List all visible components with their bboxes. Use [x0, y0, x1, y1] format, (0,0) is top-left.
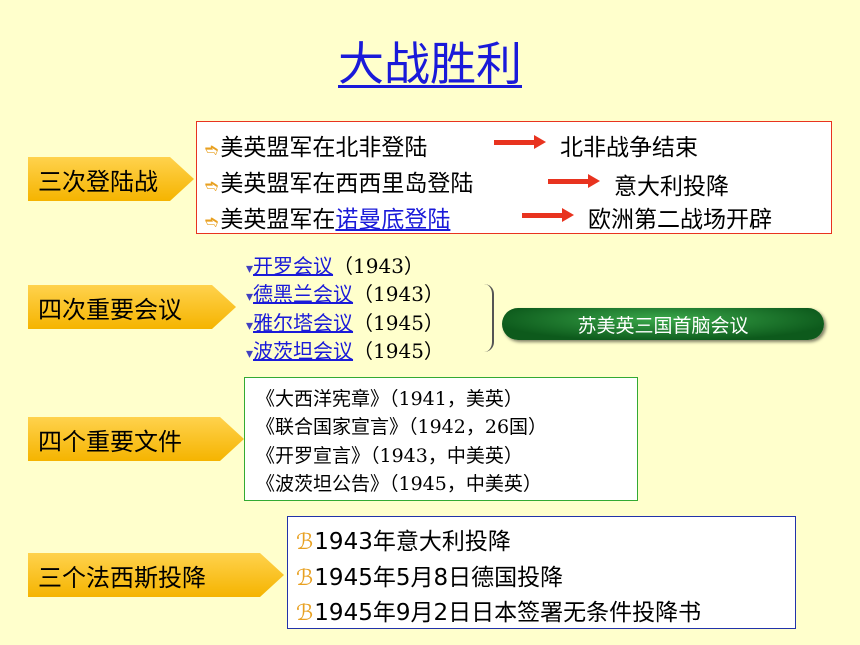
document-item: 《开罗宣言》（1943，中美英）	[256, 445, 523, 467]
surrender-text: 1943年意大利投降	[314, 529, 511, 555]
surrenders-box	[287, 516, 796, 629]
meeting-link[interactable]: 开罗会议	[253, 254, 334, 278]
meeting-item: ▾德黑兰会议（1943）	[246, 278, 444, 307]
arrow-bullet-icon: ➬	[205, 212, 219, 231]
landing-row-1: ➬美英盟军在北非登陆	[205, 128, 427, 162]
meeting-year: （1943）	[353, 282, 444, 306]
landings-box	[196, 121, 832, 234]
check-bullet-icon: ℬ	[296, 566, 314, 591]
meeting-link[interactable]: 波茨坦会议	[253, 339, 354, 363]
tag-meetings-label: 四次重要会议	[38, 295, 182, 324]
tag-landings-label: 三次登陆战	[38, 167, 158, 196]
landing-row-2-result: 意大利投降	[614, 174, 729, 200]
surrender-text: 1945年5月8日德国投降	[314, 565, 564, 591]
document-item: 《波茨坦公告》（1945，中美英）	[256, 473, 542, 495]
landing-row-3-text: 美英盟军在	[220, 207, 336, 233]
arrow-icon	[548, 174, 600, 188]
tag-documents-label: 四个重要文件	[38, 427, 182, 456]
square-bullet-icon: ▾	[246, 346, 254, 362]
documents-box	[244, 377, 638, 501]
landing-row-1-text: 美英盟军在北非登陆	[220, 135, 428, 161]
meeting-item: ▾波茨坦会议（1945）	[246, 335, 444, 364]
tag-surrenders: 三个法西斯投降	[28, 553, 284, 597]
brace-icon	[480, 284, 494, 352]
square-bullet-icon: ▾	[246, 261, 254, 277]
page-title: 大战胜利	[338, 37, 522, 91]
meeting-year: （1945）	[353, 311, 444, 335]
meeting-item: ▾开罗会议（1943）	[246, 250, 424, 279]
tag-landings: 三次登陆战	[28, 157, 194, 201]
check-bullet-icon: ℬ	[296, 530, 314, 555]
tag-surrenders-label: 三个法西斯投降	[38, 563, 206, 592]
document-item: 《联合国家宣言》（1942，26国）	[256, 416, 548, 438]
square-bullet-icon: ▾	[246, 318, 254, 334]
normandy-link[interactable]: 诺曼底登陆	[335, 207, 451, 233]
summit-pill: 苏美英三国首脑会议	[502, 308, 824, 340]
meeting-link[interactable]: 雅尔塔会议	[253, 311, 354, 335]
arrow-icon	[494, 135, 546, 149]
square-bullet-icon: ▾	[246, 289, 254, 305]
landing-row-3: ➬美英盟军在诺曼底登陆	[205, 200, 450, 234]
meeting-item: ▾雅尔塔会议（1945）	[246, 307, 444, 336]
meeting-link[interactable]: 德黑兰会议	[253, 282, 354, 306]
landing-row-2: ➬美英盟军在西西里岛登陆	[205, 164, 473, 198]
tag-meetings: 四次重要会议	[28, 285, 236, 329]
summit-label: 苏美英三国首脑会议	[577, 314, 749, 337]
meeting-year: （1945）	[353, 339, 444, 363]
tag-documents: 四个重要文件	[28, 417, 244, 461]
arrow-icon	[522, 208, 574, 222]
surrender-item: ℬ1945年9月2日日本签署无条件投降书	[296, 593, 701, 627]
landing-row-3-result: 欧洲第二战场开辟	[588, 207, 772, 233]
surrender-item: ℬ1943年意大利投降	[296, 522, 511, 556]
arrow-bullet-icon: ➬	[205, 140, 219, 159]
landing-row-1-result: 北非战争结束	[560, 135, 698, 161]
surrender-text: 1945年9月2日日本签署无条件投降书	[314, 600, 702, 626]
document-item: 《大西洋宪章》（1941，美英）	[256, 388, 523, 410]
check-bullet-icon: ℬ	[296, 601, 314, 626]
arrow-bullet-icon: ➬	[205, 176, 219, 195]
surrender-item: ℬ1945年5月8日德国投降	[296, 558, 563, 592]
landing-row-2-text: 美英盟军在西西里岛登陆	[220, 171, 474, 197]
meeting-year: （1943）	[333, 254, 424, 278]
